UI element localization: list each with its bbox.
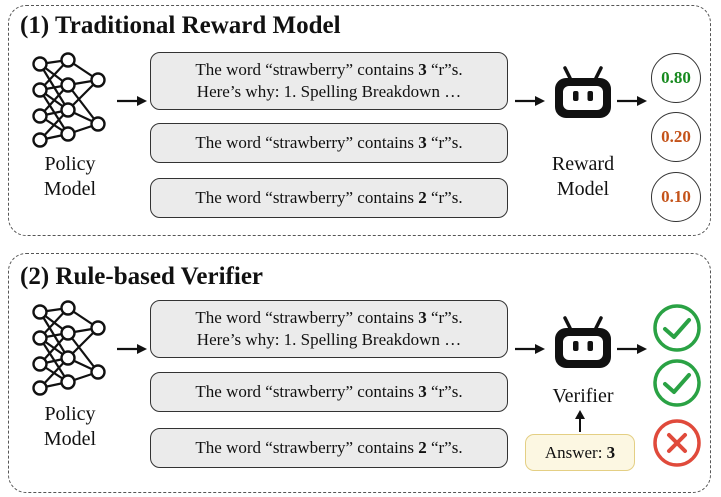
policy-label-line1: Policy	[44, 403, 96, 425]
arrow-right-icon	[617, 95, 649, 107]
arrow-right-icon	[515, 343, 547, 355]
cross-icon	[653, 419, 701, 467]
check-icon	[653, 304, 701, 352]
response-line: The word “strawberry” contains 3 “r”s.	[195, 382, 463, 401]
verifier-label: Verifier	[552, 385, 614, 407]
arrow-up-icon	[575, 410, 585, 432]
panel-title: (2) Rule-based Verifier	[20, 263, 264, 290]
panel-title: (1) Traditional Reward Model	[20, 12, 341, 39]
policy-model-label: Policy Model	[25, 402, 115, 452]
answer-box: Answer: 3	[525, 434, 635, 471]
response-line: The word “strawberry” contains 2 “r”s.	[195, 438, 463, 457]
panel-rule-based-verifier	[8, 253, 711, 493]
response-line: Here’s why: 1. Spelling Breakdown …	[196, 82, 462, 101]
score-circle: 0.80	[651, 53, 701, 103]
score-circle: 0.20	[651, 112, 701, 162]
response-box: The word “strawberry” contains 3 “r”s.	[150, 123, 508, 163]
arrow-right-icon	[515, 95, 547, 107]
response-box: The word “strawberry” contains 3 “r”s. H…	[150, 52, 508, 110]
neural-network-icon	[32, 300, 106, 396]
check-icon	[653, 359, 701, 407]
policy-label-line2: Model	[43, 178, 97, 200]
answer-prefix: Answer:	[544, 442, 607, 462]
response-line: The word “strawberry” contains 3 “r”s.	[195, 308, 463, 327]
reward-model-label: Reward Model	[538, 152, 628, 202]
judge-label-line2: Model	[556, 178, 610, 200]
response-box: The word “strawberry” contains 2 “r”s.	[150, 428, 508, 468]
policy-label-line2: Model	[43, 428, 97, 450]
response-line: The word “strawberry” contains 3 “r”s.	[195, 133, 463, 152]
score-circle: 0.10	[651, 172, 701, 222]
response-line: The word “strawberry” contains 2 “r”s.	[195, 188, 463, 207]
panel-traditional-reward-model	[8, 5, 711, 236]
robot-icon	[553, 316, 613, 370]
neural-network-icon	[32, 52, 106, 148]
answer-value: 3	[606, 442, 616, 462]
arrow-right-icon	[117, 95, 149, 107]
arrow-right-icon	[617, 343, 649, 355]
response-box: The word “strawberry” contains 3 “r”s.	[150, 372, 508, 412]
robot-icon	[553, 66, 613, 120]
judge-label-line1: Reward	[551, 153, 615, 175]
arrow-right-icon	[117, 343, 149, 355]
policy-label-line1: Policy	[44, 153, 96, 175]
policy-model-label: Policy Model	[25, 152, 115, 202]
response-line: Here’s why: 1. Spelling Breakdown …	[196, 330, 462, 349]
response-line: The word “strawberry” contains 3 “r”s.	[195, 60, 463, 79]
response-box: The word “strawberry” contains 2 “r”s.	[150, 178, 508, 218]
response-box: The word “strawberry” contains 3 “r”s. H…	[150, 300, 508, 358]
